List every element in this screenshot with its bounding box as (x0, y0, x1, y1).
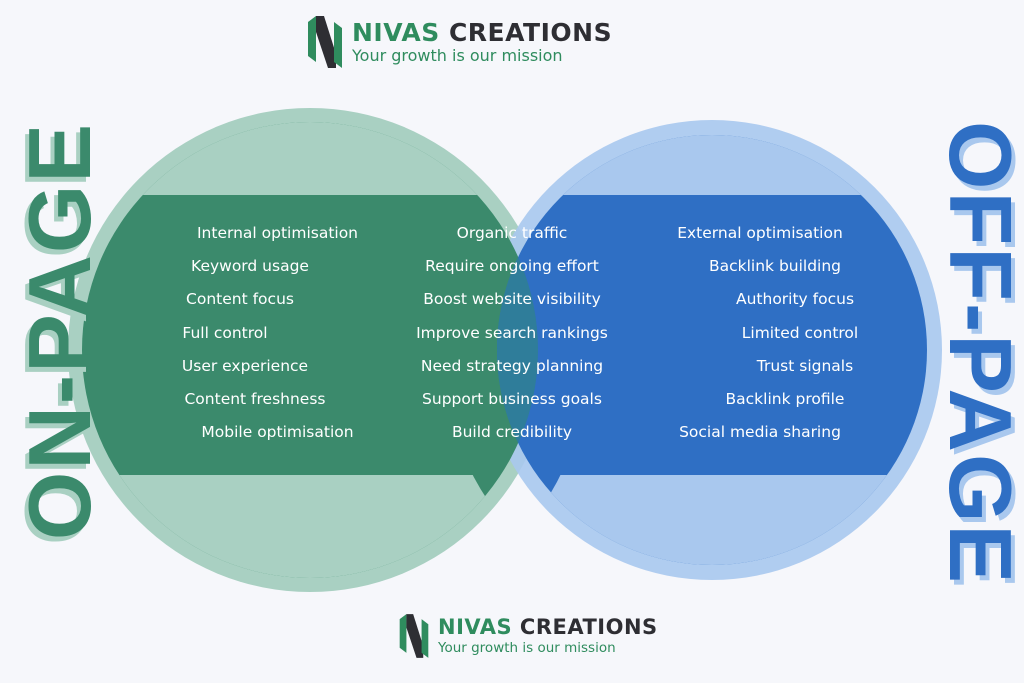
logo-mark-icon (308, 16, 342, 68)
list-item: Authority focus (735, 290, 855, 309)
list-item: Require ongoing effort (425, 257, 599, 276)
list-item: Keyword usage (191, 257, 309, 276)
list-item: Backlink profile (725, 389, 845, 408)
logo-mark-icon (399, 614, 429, 658)
on-page-circle (82, 122, 538, 578)
list-item: Trust signals (756, 356, 854, 375)
list-item: Need strategy planning (420, 356, 604, 375)
list-item: Backlink building (708, 257, 842, 276)
logo-bottom: NIVAS CREATIONS Your growth is our missi… (398, 612, 658, 660)
list-item: Content focus (186, 290, 294, 309)
logo-top: NIVAS CREATIONS Your growth is our missi… (306, 14, 612, 70)
list-item: Boost website visibility (423, 290, 601, 309)
list-item: Build credibility (451, 423, 573, 442)
off-page-list: External optimisation Backlink building … (655, 222, 865, 454)
tagline: Your growth is our mission (352, 46, 563, 65)
list-item: Mobile optimisation (201, 423, 354, 442)
list-item: Content freshness (184, 389, 326, 408)
off-page-circle (497, 135, 927, 565)
brand-name-first: NIVAS (438, 615, 513, 639)
shared-list: Organic traffic Require ongoing effort B… (392, 222, 632, 454)
on-page-list: Internal optimisation Keyword usage Cont… (150, 222, 370, 454)
off-page-title: OFF-PAGE (931, 121, 1024, 586)
list-item: Limited control (741, 323, 859, 342)
brand-name-second: CREATIONS (519, 615, 658, 639)
list-item: Internal optimisation (196, 224, 359, 242)
brand-name-first: NIVAS (352, 18, 440, 47)
list-item: Social media sharing (679, 423, 841, 442)
list-item: User experience (181, 356, 309, 375)
list-item: External optimisation (677, 224, 843, 242)
list-item: Support business goals (422, 389, 602, 408)
list-item: Organic traffic (456, 224, 568, 242)
list-item: Full control (182, 323, 268, 342)
tagline: Your growth is our mission (438, 640, 616, 656)
brand-name-second: CREATIONS (448, 18, 613, 47)
list-item: Improve search rankings (416, 323, 608, 342)
